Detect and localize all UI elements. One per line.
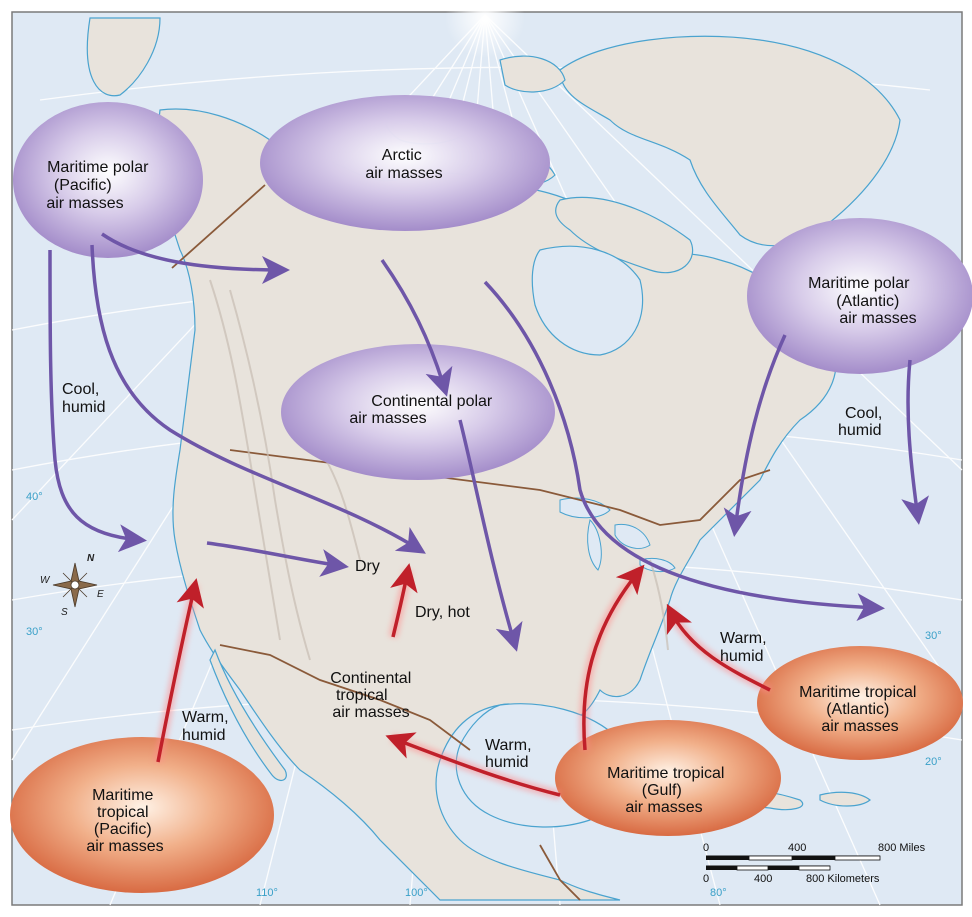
- compass-w: W: [40, 575, 51, 586]
- note-cool-humid-west: Cool, humid: [62, 381, 106, 416]
- lon-110: 110°: [256, 887, 278, 899]
- arrow-mt-gulf-north: [582, 564, 645, 751]
- baja-california: [209, 648, 287, 782]
- arrow-mp-pacific-inland: [90, 244, 426, 554]
- arrow-dry-west: [206, 541, 349, 577]
- arrow-mt-atlantic-northwest: [666, 603, 771, 692]
- scale-miles-0: 0: [703, 842, 709, 854]
- lat-30-east: 30°: [925, 630, 942, 642]
- compass-e: E: [97, 589, 104, 600]
- arrow-cp-south: [458, 419, 523, 652]
- mt-atlantic-mass: [757, 646, 963, 760]
- north-pole-glow: [445, 0, 525, 58]
- arrow-mp-atlantic-south: [901, 359, 930, 525]
- arctic-mass: [260, 95, 550, 231]
- lon-100: 100°: [405, 887, 428, 899]
- continental-polar-mass: [281, 344, 555, 480]
- mp-atlantic-mass: [747, 218, 972, 374]
- compass-rose: N S E W: [40, 553, 104, 618]
- note-cool-humid-east: Cool, humid: [838, 405, 887, 439]
- note-dry-hot: Dry, hot: [415, 604, 470, 621]
- scale-km-800: 800 Kilometers: [806, 873, 880, 885]
- mt-gulf-mass: [555, 720, 781, 836]
- arrow-mp-pacific-south: [48, 249, 147, 553]
- label-mp-atlantic: Maritime polar (Atlantic) air masses: [808, 275, 917, 327]
- label-arctic: Arctic air masses: [365, 147, 442, 182]
- label-mt-atlantic: Maritime tropical (Atlantic) air masses: [799, 684, 921, 735]
- note-dry: Dry: [355, 558, 380, 575]
- baffin-island: [555, 196, 694, 274]
- scale-km-400: 400: [754, 873, 772, 885]
- label-mp-pacific: Maritime polar (Pacific) air masses: [46, 159, 153, 212]
- scale-bar: 0 400 800 Miles 0 400 800 Kilometers: [703, 842, 926, 885]
- compass-s: S: [61, 607, 68, 618]
- arctic-island-3: [499, 55, 566, 93]
- arrow-mp-pacific-east: [101, 232, 290, 284]
- hudson-bay: [531, 245, 644, 356]
- lat-40: 40°: [26, 491, 43, 503]
- arrow-mt-gulf-west: [385, 732, 561, 797]
- lat-20: 20°: [925, 756, 942, 768]
- compass-n: N: [87, 553, 95, 564]
- tropical-arrows: [156, 563, 771, 797]
- lat-30-west: 30°: [26, 626, 43, 638]
- arrow-mt-pacific-north: [156, 578, 204, 763]
- scale-miles-400: 400: [788, 842, 806, 854]
- note-warm-humid-atlantic: Warm, humid: [720, 630, 771, 665]
- scale-km-0: 0: [703, 873, 709, 885]
- lon-80: 80°: [710, 887, 727, 899]
- note-warm-humid-pacific: Warm, humid: [182, 709, 233, 744]
- arrow-arctic-southeast: [483, 280, 885, 622]
- mt-pacific-mass: [10, 737, 274, 893]
- label-mt-gulf: Maritime tropical (Gulf) air masses: [607, 765, 729, 816]
- label-continental-polar: Continental polar air masses: [349, 393, 496, 427]
- note-warm-humid-gulf: Warm, humid: [485, 737, 536, 771]
- mp-pacific-mass: [13, 102, 203, 258]
- political-borders: [171, 184, 771, 901]
- alaska-edge: [86, 17, 161, 97]
- label-mt-pacific: Maritime tropical (Pacific) air masses: [86, 787, 163, 855]
- arrow-mp-atlantic-west: [723, 334, 787, 537]
- hispaniola: [819, 791, 871, 807]
- scale-miles-800: 800 Miles: [878, 842, 926, 854]
- label-continental-tropical: Continental tropical air masses: [330, 670, 415, 721]
- arrow-ct-north: [390, 563, 418, 638]
- arrow-arctic-south: [380, 258, 453, 397]
- polar-arrows: [48, 232, 930, 652]
